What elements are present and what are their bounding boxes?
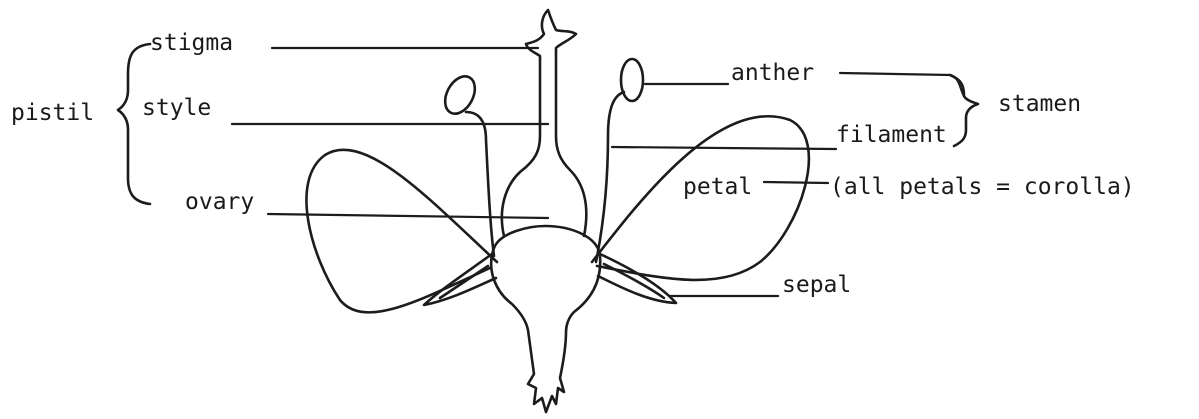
labels: stigma style ovary pistil anther filamen… [11,30,1135,298]
label-corolla: (all petals = corolla) [830,174,1135,200]
stamen-brace [950,75,978,146]
label-anther: anther [731,60,814,86]
ovary-leader [268,214,548,218]
label-filament: filament [836,122,947,148]
petal-leader [764,182,828,183]
right-filament [596,92,624,262]
label-style: style [142,95,211,121]
left-filament [466,112,494,256]
label-ovary: ovary [185,189,254,215]
label-pistil: pistil [11,100,94,126]
leader-lines [232,48,964,296]
receptacle [491,226,600,412]
label-sepal: sepal [782,272,851,298]
filament-leader [612,147,836,149]
left-anther [439,71,481,119]
anther-to-stamen-leader [840,73,964,96]
pistil-brace [118,44,150,204]
right-anther [621,59,643,101]
label-stigma: stigma [150,30,233,56]
left-sepal [424,254,496,305]
label-petal: petal [683,174,752,200]
left-petal [306,150,497,313]
label-stamen: stamen [998,91,1081,117]
